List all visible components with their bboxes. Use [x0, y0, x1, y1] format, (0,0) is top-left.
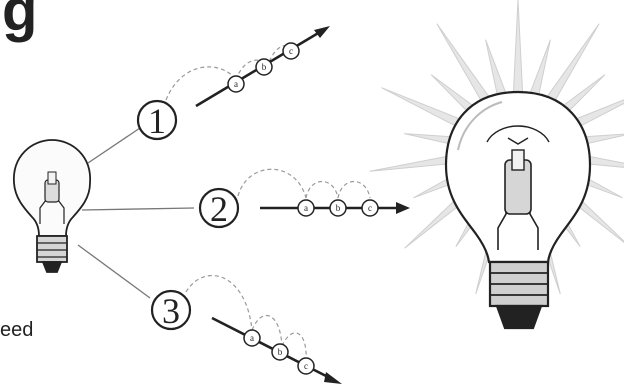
path-3-number: 3	[162, 291, 180, 331]
path-3-steps: a b c	[186, 276, 342, 384]
path-3-step-a: a	[250, 333, 254, 343]
path-1-step-a: a	[234, 79, 238, 89]
path-3-node: 3	[152, 291, 190, 331]
connector-3	[78, 245, 150, 298]
path-2-steps: a b c	[238, 169, 410, 216]
path-2-step-c: c	[368, 203, 372, 213]
large-bulb-icon	[446, 92, 590, 328]
path-1-step-c: c	[289, 46, 293, 56]
path-3-step-c: c	[304, 361, 308, 371]
sun-ray	[486, 40, 507, 99]
sun-ray	[544, 24, 599, 107]
path-2-number: 2	[210, 189, 228, 229]
small-bulb-icon	[14, 140, 90, 272]
top-left-glyph: g	[2, 0, 37, 43]
sun-ray	[513, 0, 522, 95]
connectors	[78, 128, 194, 298]
path-2-node: 2	[200, 189, 238, 229]
cut-off-word: eed	[0, 319, 33, 341]
path-3-step-b: b	[278, 347, 283, 357]
path-1-steps: a b c	[166, 26, 330, 106]
connector-2	[82, 208, 194, 210]
path-1-number: 1	[148, 101, 166, 141]
sun-ray	[437, 24, 492, 107]
path-2-step-a: a	[304, 203, 308, 213]
path-2-step-b: b	[336, 203, 341, 213]
path-1-node: 1	[138, 101, 176, 141]
connector-1	[88, 128, 140, 163]
path-1-step-b: b	[262, 62, 267, 72]
sun-ray	[529, 40, 550, 99]
